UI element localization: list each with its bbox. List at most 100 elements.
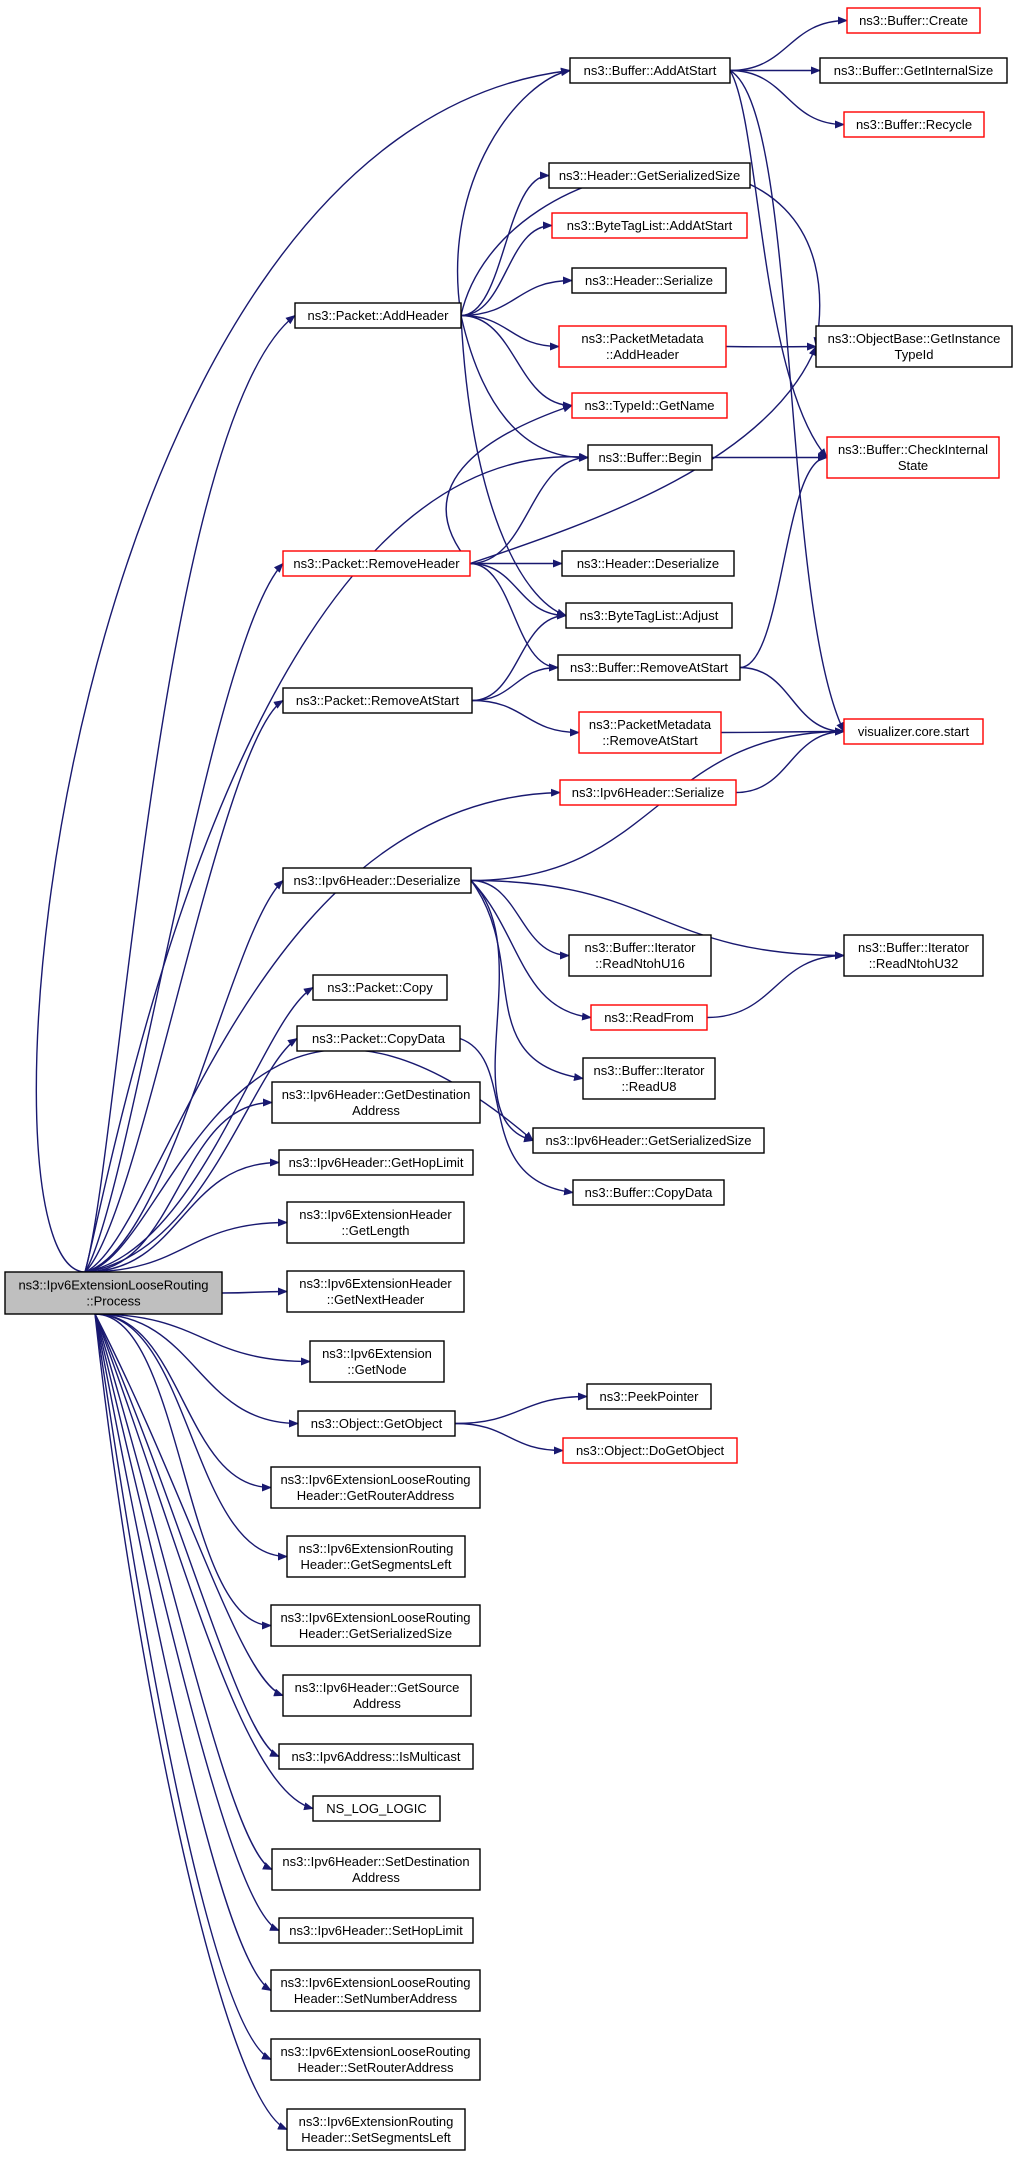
node-label: Header::SetNumberAddress [294,1991,458,2006]
node-tid-name[interactable]: ns3::TypeId::GetName [571,392,728,419]
node-label: ::AddHeader [606,347,680,362]
node-peek[interactable]: ns3::PeekPointer [586,1383,712,1410]
node-box [270,1969,481,2012]
node-ipv6-sethop[interactable]: ns3::Ipv6Header::SetHopLimit [278,1917,474,1944]
node-ext-len[interactable]: ns3::Ipv6ExtensionHeader::GetLength [286,1201,465,1244]
node-pkt-addhdr[interactable]: ns3::Packet::AddHeader [294,302,462,329]
node-lr-gss[interactable]: ns3::Ipv6ExtensionLooseRoutingHeader::Ge… [270,1604,481,1647]
node-buf-copydata[interactable]: ns3::Buffer::CopyData [572,1179,725,1206]
node-buf-recycle[interactable]: ns3::Buffer::Recycle [843,111,985,138]
node-obj-doget[interactable]: ns3::Object::DoGetObject [562,1437,738,1464]
node-label: ::RemoveAtStart [602,733,698,748]
node-pm-remstart[interactable]: ns3::PacketMetadata::RemoveAtStart [578,711,722,754]
node-label: Address [352,1870,400,1885]
node-label: ns3::Ipv6ExtensionHeader [299,1276,452,1291]
node-label: ::ReadNtohU32 [869,956,959,971]
node-hdr-gss[interactable]: ns3::Header::GetSerializedSize [548,162,751,189]
node-label: ns3::Ipv6ExtensionHeader [299,1207,452,1222]
node-readfrom[interactable]: ns3::ReadFrom [590,1004,708,1031]
node-pkt-remstart[interactable]: ns3::Packet::RemoveAtStart [282,687,473,714]
edge-root-to-ipv6_getsrc [94,1313,284,1697]
edge-pkt_remstart-to-buf_remstart [471,663,559,702]
node-label: ns3::Ipv6ExtensionLooseRouting [280,1610,470,1625]
node-box [590,1004,708,1031]
node-label: ::Process [86,1294,141,1309]
edge-pkt_copydata-to-buf_copydata [459,1037,574,1196]
node-vis-start[interactable]: visualizer.core.start [843,718,984,745]
node-it-u8[interactable]: ns3::Buffer::Iterator::ReadU8 [582,1057,716,1100]
node-hdr-deser[interactable]: ns3::Header::Deserialize [561,550,735,577]
node-label: ns3::Packet::RemoveHeader [293,556,460,571]
node-lr-setnum[interactable]: ns3::Ipv6ExtensionLooseRoutingHeader::Se… [270,1969,481,2012]
node-root[interactable]: ns3::Ipv6ExtensionLooseRouting::Process [4,1271,223,1315]
node-hdr-ser[interactable]: ns3::Header::Serialize [571,267,727,294]
node-label: ns3::ObjectBase::GetInstance [828,331,1001,346]
node-box [296,1025,461,1052]
node-label: ns3::Packet::RemoveAtStart [296,693,460,708]
node-rt-setsl[interactable]: ns3::Ipv6ExtensionRoutingHeader::SetSegm… [286,2108,466,2151]
edge-ipv6_deser-to-it_u32 [470,879,845,960]
node-label: ::ReadNtohU16 [595,956,685,971]
edge-buf_remstart-to-buf_check [739,453,828,669]
node-box [282,867,472,894]
node-label: ns3::Ipv6ExtensionLooseRouting [280,1472,470,1487]
node-obj-get[interactable]: ns3::Object::GetObject [297,1410,456,1437]
node-btl-add[interactable]: ns3::ByteTagList::AddAtStart [551,212,748,239]
node-box [294,302,462,329]
node-box [270,2038,481,2081]
node-addr-mc[interactable]: ns3::Ipv6Address::IsMulticast [278,1743,474,1770]
node-lr-getra[interactable]: ns3::Ipv6ExtensionLooseRoutingHeader::Ge… [270,1466,481,1509]
node-ipv6-ser[interactable]: ns3::Ipv6Header::Serialize [559,779,737,806]
node-pkt-remhdr[interactable]: ns3::Packet::RemoveHeader [282,550,471,577]
node-box [558,325,727,368]
edge-ipv6_ser-to-vis_start [735,727,845,794]
node-pkt-copydata[interactable]: ns3::Packet::CopyData [296,1025,461,1052]
node-label: ns3::Header::GetSerializedSize [559,168,740,183]
node-lr-setra[interactable]: ns3::Ipv6ExtensionLooseRoutingHeader::Se… [270,2038,481,2081]
node-box [587,444,713,471]
edge-root-to-pkt_remstart [84,699,284,1273]
edge-ipv6_deser-to-it_u16 [470,879,570,960]
node-pkt-copy[interactable]: ns3::Packet::Copy [312,974,448,1001]
node-btl-adjust[interactable]: ns3::ByteTagList::Adjust [565,602,733,629]
edge-root-to-ipv6_hop [84,1158,280,1273]
node-label: ns3::Ipv6ExtensionRouting [299,2114,454,2129]
node-it-u16[interactable]: ns3::Buffer::Iterator::ReadNtohU16 [568,934,712,977]
node-ipv6-gss[interactable]: ns3::Ipv6Header::GetSerializedSize [532,1127,765,1154]
edge-buf_add-to-buf_create [729,16,848,72]
edge-root-to-ext_next [221,1287,288,1296]
edge-pkt_remhdr-to-ob_gettid [469,345,817,565]
edge-pkt_addhdr-to-buf_add [456,68,571,316]
node-box [826,436,1000,479]
node-ipv6-deser[interactable]: ns3::Ipv6Header::Deserialize [282,867,472,894]
node-buf-add[interactable]: ns3::Buffer::AddAtStart [569,57,731,84]
node-buf-create[interactable]: ns3::Buffer::Create [846,7,981,34]
node-label: Header::GetSegmentsLeft [300,1557,451,1572]
node-log-logic[interactable]: NS_LOG_LOGIC [312,1795,441,1822]
node-label: ns3::Buffer::AddAtStart [584,63,717,78]
node-label: Header::SetRouterAddress [297,2060,454,2075]
node-buf-getint[interactable]: ns3::Buffer::GetInternalSize [819,57,1008,84]
node-buf-remstart[interactable]: ns3::Buffer::RemoveAtStart [557,654,741,681]
node-pm-addhdr[interactable]: ns3::PacketMetadata::AddHeader [558,325,727,368]
node-ipv6-hop[interactable]: ns3::Ipv6Header::GetHopLimit [278,1149,474,1176]
node-ext-next[interactable]: ns3::Ipv6ExtensionHeader::GetNextHeader [286,1270,465,1313]
node-ext-node[interactable]: ns3::Ipv6Extension::GetNode [309,1340,445,1383]
edge-root-to-obj_get [94,1313,299,1428]
edge-root-to-addr_mc [94,1313,280,1758]
node-it-u32[interactable]: ns3::Buffer::Iterator::ReadNtohU32 [843,934,984,977]
edge-pkt_addhdr-to-pm_addhdr [460,314,560,351]
node-label: ns3::Buffer::CopyData [585,1185,713,1200]
edge-pkt_remstart-to-pm_remstart [471,699,580,737]
edge-root-to-ext_len [84,1218,288,1273]
node-label: ns3::Ipv6Header::Serialize [572,785,724,800]
node-buf-begin[interactable]: ns3::Buffer::Begin [587,444,713,471]
edge-buf_remstart-to-vis_start [739,666,845,736]
node-rt-getsl[interactable]: ns3::Ipv6ExtensionRoutingHeader::GetSegm… [286,1535,466,1578]
